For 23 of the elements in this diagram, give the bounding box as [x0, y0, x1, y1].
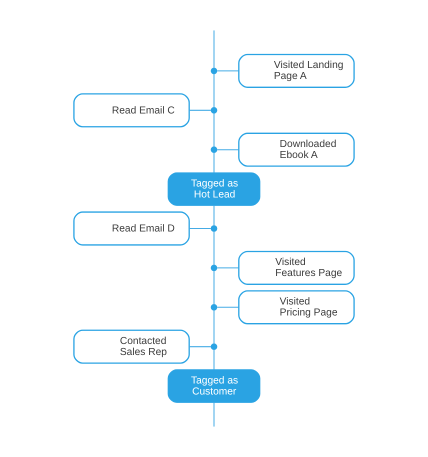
connector — [189, 110, 211, 111]
connector — [217, 306, 239, 308]
node-box: Tagged as Customer — [168, 369, 260, 403]
node-box: Tagged as Hot Lead — [168, 172, 260, 206]
node-circle — [210, 68, 218, 74]
node-circle — [210, 225, 218, 232]
node-circle — [210, 343, 218, 350]
node-box: Visited Pricing Page — [238, 290, 355, 324]
connector — [217, 267, 239, 268]
node-circle — [210, 107, 218, 114]
node-box: Visited Features Page — [238, 250, 355, 285]
connector — [189, 346, 211, 348]
node-circle — [210, 264, 218, 272]
node-circle — [210, 304, 218, 311]
connector — [189, 228, 211, 229]
connector — [217, 70, 239, 72]
node-box: Read Email D — [73, 211, 190, 246]
node-box: Read Email C — [73, 93, 190, 128]
node-circle — [210, 146, 218, 153]
connector — [217, 149, 239, 150]
node-box: Visited Landing Page A — [238, 54, 355, 88]
node-box: Downloaded Ebook A — [238, 132, 355, 167]
node-box: Contacted Sales Rep — [73, 330, 190, 364]
